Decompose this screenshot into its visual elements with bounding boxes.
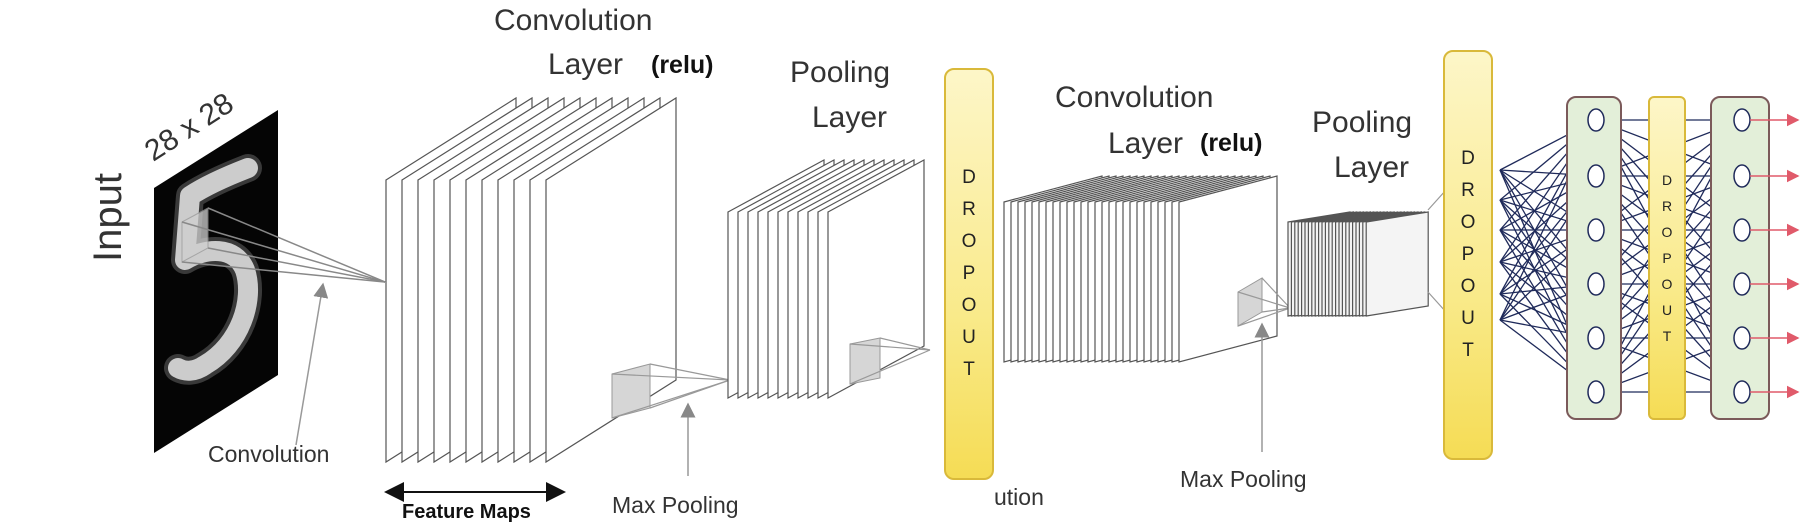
dropout-letter: O: [961, 231, 977, 252]
max-pooling-label-2: Max Pooling: [1180, 466, 1307, 492]
dropout-letter: U: [1461, 308, 1475, 329]
neuron-node: [1587, 272, 1605, 296]
conv2-pool-window: [1237, 277, 1291, 452]
conv1-title-line2: Layer: [548, 48, 624, 81]
dropout-letter: R: [962, 199, 976, 220]
conv2-relu-label: (relu): [1200, 129, 1263, 157]
pool1-title-line1: Pooling: [790, 56, 891, 89]
conv-layer-2-feature-maps: [1003, 175, 1278, 363]
neuron-node: [1733, 108, 1751, 132]
conv1-pool-window: [611, 363, 731, 476]
dropout-letter: P: [962, 263, 976, 284]
neuron-node: [1587, 380, 1605, 404]
feature-maps-label: Feature Maps: [402, 501, 531, 523]
neuron-node: [1587, 108, 1605, 132]
dropout-letter: T: [963, 359, 975, 380]
dropout-letter: D: [962, 167, 976, 188]
neuron-node: [1733, 272, 1751, 296]
conv1-title-line1: Convolution: [494, 4, 653, 37]
max-pooling-label-1: Max Pooling: [612, 492, 739, 518]
neuron-node: [1587, 218, 1605, 242]
input-image: [154, 110, 386, 453]
dense-layer-1-box: [1566, 96, 1622, 420]
dropout-letter: O: [1661, 276, 1673, 292]
dropout-letter: P: [1662, 250, 1672, 266]
dropout-letter: P: [1461, 244, 1475, 265]
ution-label: ution: [994, 484, 1044, 510]
dropout-letter: U: [962, 327, 976, 348]
neuron-node: [1733, 164, 1751, 188]
dropout-letter: R: [1461, 180, 1475, 201]
dropout-letter: U: [1661, 302, 1673, 318]
neuron-node: [1733, 326, 1751, 350]
pool2-map-sheet: [1365, 211, 1429, 317]
neuron-node: [1587, 326, 1605, 350]
pooling-layer-2-maps: [1287, 211, 1429, 317]
pool2-title-line1: Pooling: [1312, 106, 1413, 139]
neuron-node: [1733, 218, 1751, 242]
dense-layer-2-box: [1710, 96, 1770, 420]
dropout-letter: T: [1462, 340, 1474, 361]
conv2-title-line2: Layer: [1108, 127, 1184, 160]
pool2-title-line2: Layer: [1334, 151, 1410, 184]
dropout-letter: O: [961, 295, 977, 316]
pool1-window: [849, 337, 931, 385]
pooled-map-sheet: [827, 158, 925, 400]
pooling-layer-1-maps: [727, 158, 925, 400]
dropout-letter: D: [1461, 148, 1475, 169]
dropout-letter: O: [1460, 276, 1476, 297]
conv-layer-1-feature-maps: [385, 96, 677, 464]
convolution-label: Convolution: [208, 441, 330, 467]
dropout-letter: R: [1661, 198, 1673, 214]
pool1-title-line2: Layer: [812, 101, 888, 134]
neuron-node: [1733, 380, 1751, 404]
neuron-node: [1587, 164, 1605, 188]
dropout-letter: O: [1460, 212, 1476, 233]
dropout-letter: O: [1661, 224, 1673, 240]
conv2-title-line1: Convolution: [1055, 81, 1214, 114]
dropout-letter: T: [1662, 328, 1672, 344]
conv1-relu-label: (relu): [651, 51, 714, 79]
dropout-letter: D: [1661, 172, 1673, 188]
